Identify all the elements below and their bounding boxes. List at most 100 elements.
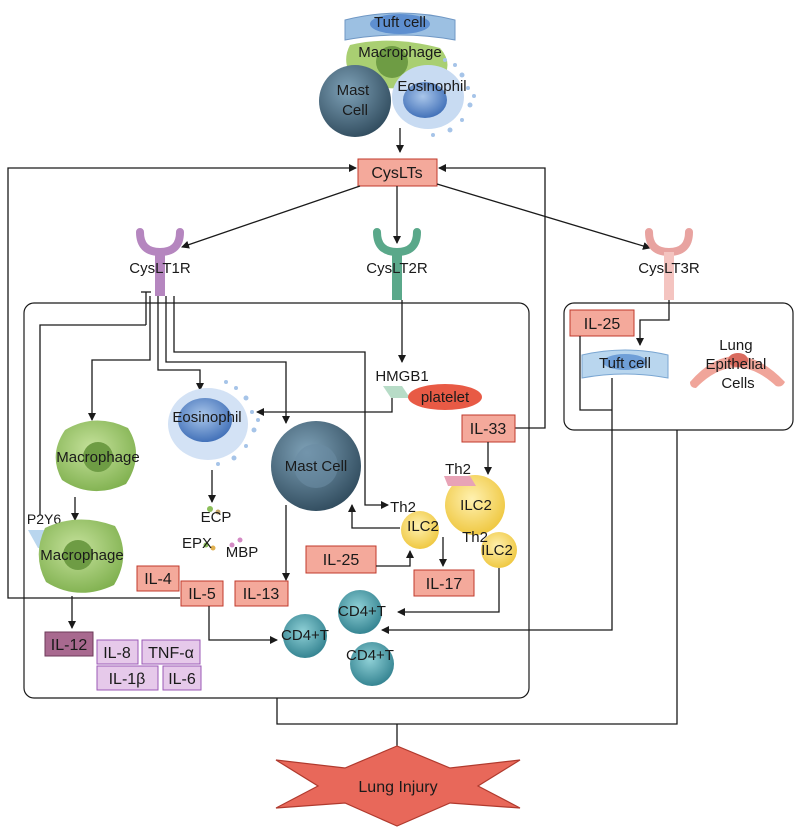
- cyslt1r-branch-p2y6-path: [39, 324, 146, 515]
- cyslts-box: [357, 158, 438, 187]
- cyslt1r-receptor: [136, 228, 184, 296]
- il25-left-label: IL-25: [323, 552, 360, 569]
- top-tuft-cell: [344, 12, 456, 41]
- cyslt1r-label: CysLT1R: [129, 260, 191, 277]
- il6-label: IL-6: [168, 671, 196, 688]
- macrophage-1-label: Macrophage: [56, 449, 139, 466]
- right-panel-frame: [563, 302, 794, 431]
- arrow-cyslts-cyslt3r: [436, 183, 651, 250]
- lung-epithelial-label: Lung Epithelial Cells: [705, 337, 770, 392]
- il4-label: IL-4: [144, 571, 172, 588]
- il12-label: IL-12: [51, 637, 88, 654]
- cyslt1r-branch-mastcell: [165, 296, 290, 424]
- arrow-cyslts-cyslt1r: [181, 185, 361, 249]
- hmgb1-receptor: [383, 386, 410, 398]
- feedback-il33-loop: [438, 164, 546, 429]
- arrow-ilc2c-cd4t: [397, 568, 500, 616]
- il8-box: [96, 639, 139, 665]
- il17-label: IL-17: [426, 576, 463, 593]
- il25-box-left: [305, 545, 377, 574]
- mbp-label: MBP: [226, 544, 259, 561]
- eosinophil-label: Eosinophil: [172, 409, 241, 426]
- platelet-cell: [408, 384, 482, 410]
- il12-box: [44, 631, 94, 657]
- ilc2-b-label: ILC2: [407, 518, 439, 535]
- top-mast-label-line2: Cell: [342, 102, 368, 119]
- top-eosinophil: [392, 58, 476, 137]
- macrophage-cell-1: [55, 420, 137, 492]
- il8-label: IL-8: [103, 645, 131, 662]
- il25-right-line: [579, 336, 612, 411]
- ilc2-cell-small-c: [481, 532, 517, 568]
- il5-label: IL-5: [188, 586, 216, 603]
- cyslts-label: CysLTs: [371, 165, 422, 182]
- feedback-left-loop: [7, 164, 357, 599]
- arrow-ilc2-feedback: [348, 504, 400, 529]
- arrow-tuft-cd4t: [381, 378, 613, 634]
- il4-box: [136, 565, 180, 592]
- lung-label-line3: Cells: [721, 375, 754, 392]
- lung-injury-label: Lung Injury: [358, 779, 437, 796]
- il25-box-right: [569, 309, 635, 337]
- tnfa-box: [141, 639, 201, 665]
- cyslt1r-branch-th2: [173, 296, 389, 509]
- mast-cell-label: Mast Cell: [285, 458, 348, 475]
- platelet-label: platelet: [421, 389, 470, 406]
- il33-label: IL-33: [470, 421, 507, 438]
- lung-label-line1: Lung: [719, 337, 752, 354]
- cyslt3r-receptor: [645, 228, 693, 300]
- right-tuft-label: Tuft cell: [599, 355, 651, 372]
- top-mast-label: Mast Cell: [337, 82, 374, 119]
- p2y6-label: P2Y6: [27, 511, 61, 527]
- ilc2-cell-large: [444, 475, 505, 535]
- ilc2-cell-small-b: [401, 511, 439, 549]
- cyslt2r-receptor: [373, 228, 421, 300]
- cd4t-c-label: CD4+T: [346, 647, 394, 664]
- cd4t-b-label: CD4+T: [281, 627, 329, 644]
- ecp-label: ECP: [201, 509, 232, 526]
- ilc2-a-label: ILC2: [460, 497, 492, 514]
- lung-epithelial-cells: [690, 353, 785, 388]
- eosinophil-cell: [168, 380, 260, 466]
- cd4t-cell-c: [350, 642, 394, 686]
- epx-label: EPX: [182, 535, 212, 552]
- arrow-il25-ilc2: [376, 550, 414, 567]
- line-left-panel-to-injury: [276, 430, 678, 725]
- macrophage-cell-2: [38, 519, 124, 593]
- granule-dots: [203, 506, 243, 551]
- cyslt2r-label: CysLT2R: [366, 260, 428, 277]
- cyslt1r-branch-eosinophil: [157, 296, 204, 391]
- cd4t-cell-b: [283, 614, 327, 658]
- macrophage-2-label: Macrophage: [40, 547, 123, 564]
- il25-right-label: IL-25: [584, 316, 621, 333]
- arrow-il5-cd4t: [208, 606, 278, 644]
- cyslt1r-branch-macrophage: [88, 296, 151, 421]
- il13-label: IL-13: [243, 586, 280, 603]
- lung-label-line2: Epithelial: [705, 356, 766, 373]
- th2-b-label: Th2: [390, 499, 416, 516]
- lung-injury-star: [275, 745, 521, 827]
- mast-cell: [271, 421, 361, 511]
- il5-box: [180, 580, 224, 607]
- top-mast-label-line1: Mast: [337, 82, 370, 99]
- cd4t-a-label: CD4+T: [338, 603, 386, 620]
- hmgb1-label: HMGB1: [375, 368, 428, 385]
- il1b-label: IL-1β: [109, 671, 146, 688]
- arrow-hmgb1-eosinophil: [256, 394, 393, 416]
- il1b-box: [96, 665, 159, 691]
- arrow-cyslt3r-tuft: [636, 300, 670, 346]
- il33-box: [461, 414, 516, 443]
- il17-box: [413, 569, 475, 597]
- cyslt3r-label: CysLT3R: [638, 260, 700, 277]
- top-eosinophil-label: Eosinophil: [397, 78, 466, 95]
- ilc2-c-label: ILC2: [481, 542, 513, 559]
- tnfa-label: TNF-α: [148, 645, 194, 662]
- right-tuft-cell: [581, 349, 669, 379]
- top-macrophage-label: Macrophage: [358, 44, 441, 61]
- il13-box: [234, 580, 289, 607]
- th2-a-label: Th2: [445, 461, 471, 478]
- il6-box: [162, 665, 202, 691]
- top-mast-cell: [319, 65, 391, 137]
- top-tuft-label: Tuft cell: [374, 14, 426, 31]
